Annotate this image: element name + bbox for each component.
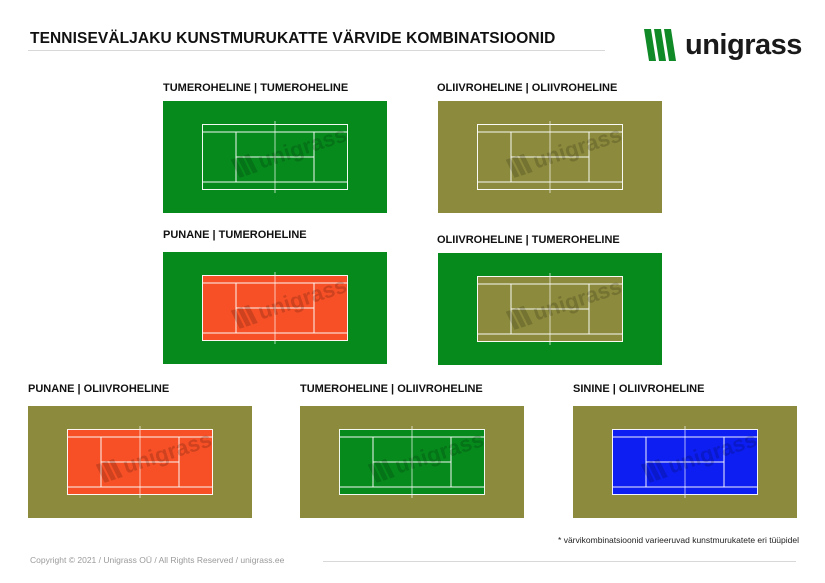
- unigrass-logo[interactable]: unigrass: [643, 27, 802, 63]
- court-label: PUNANE | OLIIVROHELINE: [28, 383, 170, 395]
- tennis-court-image: unigrass: [300, 406, 524, 518]
- court-svg: unigrass: [438, 253, 662, 365]
- tennis-court-image: unigrass: [573, 406, 797, 518]
- footer-divider: [323, 561, 796, 562]
- tennis-court-image: unigrass: [438, 101, 662, 213]
- court-label: OLIIVROHELINE | TUMEROHELINE: [437, 234, 620, 246]
- court-svg: unigrass: [28, 406, 252, 518]
- page-title: TENNISEVÄLJAKU KUNSTMURUKATTE VÄRVIDE KO…: [30, 30, 556, 47]
- footnote: * värvikombinatsioonid varieeruvad kunst…: [558, 535, 799, 545]
- court-lines: [202, 272, 348, 344]
- tennis-court-image: unigrass: [163, 101, 387, 213]
- court-lines: [67, 426, 213, 498]
- court-lines: [339, 426, 485, 498]
- court-lines: [477, 273, 623, 345]
- court-label: TUMEROHELINE | TUMEROHELINE: [163, 82, 349, 94]
- court-svg: unigrass: [163, 101, 387, 213]
- tennis-court-image: unigrass: [28, 406, 252, 518]
- logo-wordmark: unigrass: [685, 28, 802, 61]
- court-label: PUNANE | TUMEROHELINE: [163, 229, 307, 241]
- court-svg: unigrass: [438, 101, 662, 213]
- tennis-court-image: unigrass: [438, 253, 662, 365]
- court-svg: unigrass: [163, 252, 387, 364]
- unigrass-logo-icon: [643, 27, 679, 63]
- court-label: OLIIVROHELINE | OLIIVROHELINE: [437, 82, 618, 94]
- court-svg: unigrass: [300, 406, 524, 518]
- court-lines: [477, 121, 623, 193]
- tennis-court-image: unigrass: [163, 252, 387, 364]
- court-label: TUMEROHELINE | OLIIVROHELINE: [300, 383, 483, 395]
- court-lines: [612, 426, 758, 498]
- court-lines: [202, 121, 348, 193]
- court-label: SININE | OLIIVROHELINE: [573, 383, 705, 395]
- title-divider: [28, 50, 605, 51]
- court-svg: unigrass: [573, 406, 797, 518]
- copyright: Copyright © 2021 / Unigrass OÜ / All Rig…: [30, 555, 285, 565]
